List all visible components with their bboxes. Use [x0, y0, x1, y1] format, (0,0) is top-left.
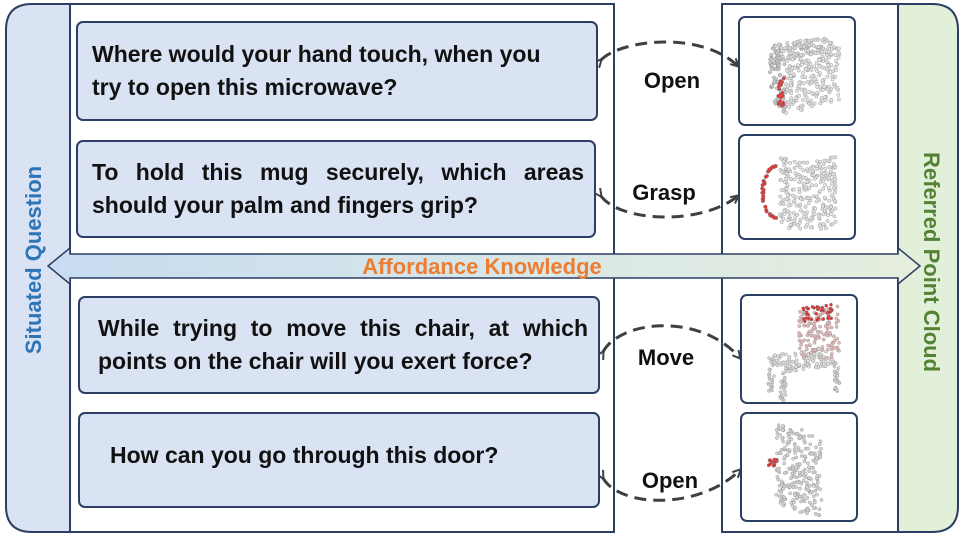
question-3-line-1: While trying to move this chair, at whic… [98, 314, 588, 341]
microwave-point-cloud [738, 16, 856, 126]
affordance-knowledge-label: Affordance Knowledge [362, 254, 602, 279]
action-label-4: Open [641, 468, 699, 493]
question-2-line-1: To hold this mug securely, which areas [92, 158, 584, 185]
question-1-line-2: try to open this microwave? [92, 74, 398, 100]
question-1-line-1: Where would your hand touch, when you [92, 40, 541, 67]
chair-point-cloud-image [766, 302, 842, 402]
mug-point-cloud-image [760, 155, 838, 231]
mug-point-cloud [738, 134, 856, 240]
link-arrow-2 [601, 196, 738, 219]
chair-point-cloud [740, 294, 858, 404]
link-arrow-1 [601, 40, 738, 66]
affordance-band [46, 246, 922, 286]
door-point-cloud [740, 412, 858, 522]
question-box-1: Where would your hand touch, when you tr… [76, 21, 598, 121]
question-4-line-1: How can you go through this door? [110, 442, 499, 469]
question-box-4: How can you go through this door? [78, 412, 600, 508]
question-box-3: While trying to move this chair, at whic… [78, 296, 600, 394]
action-label-3: Move [637, 345, 695, 370]
right-panel [897, 3, 959, 533]
microwave-point-cloud-image [768, 36, 842, 115]
link-arrow-3 [603, 324, 740, 358]
action-label-2: Grasp [632, 180, 696, 205]
question-box-2: To hold this mug securely, which areas s… [76, 140, 596, 238]
door-point-cloud-image [766, 423, 824, 517]
action-label-1: Open [643, 68, 701, 93]
left-panel [5, 3, 71, 533]
question-2-line-2: should your palm and fingers grip? [92, 192, 478, 218]
question-3-line-2: points on the chair will you exert force… [98, 348, 533, 374]
link-arrow-4 [603, 470, 740, 502]
